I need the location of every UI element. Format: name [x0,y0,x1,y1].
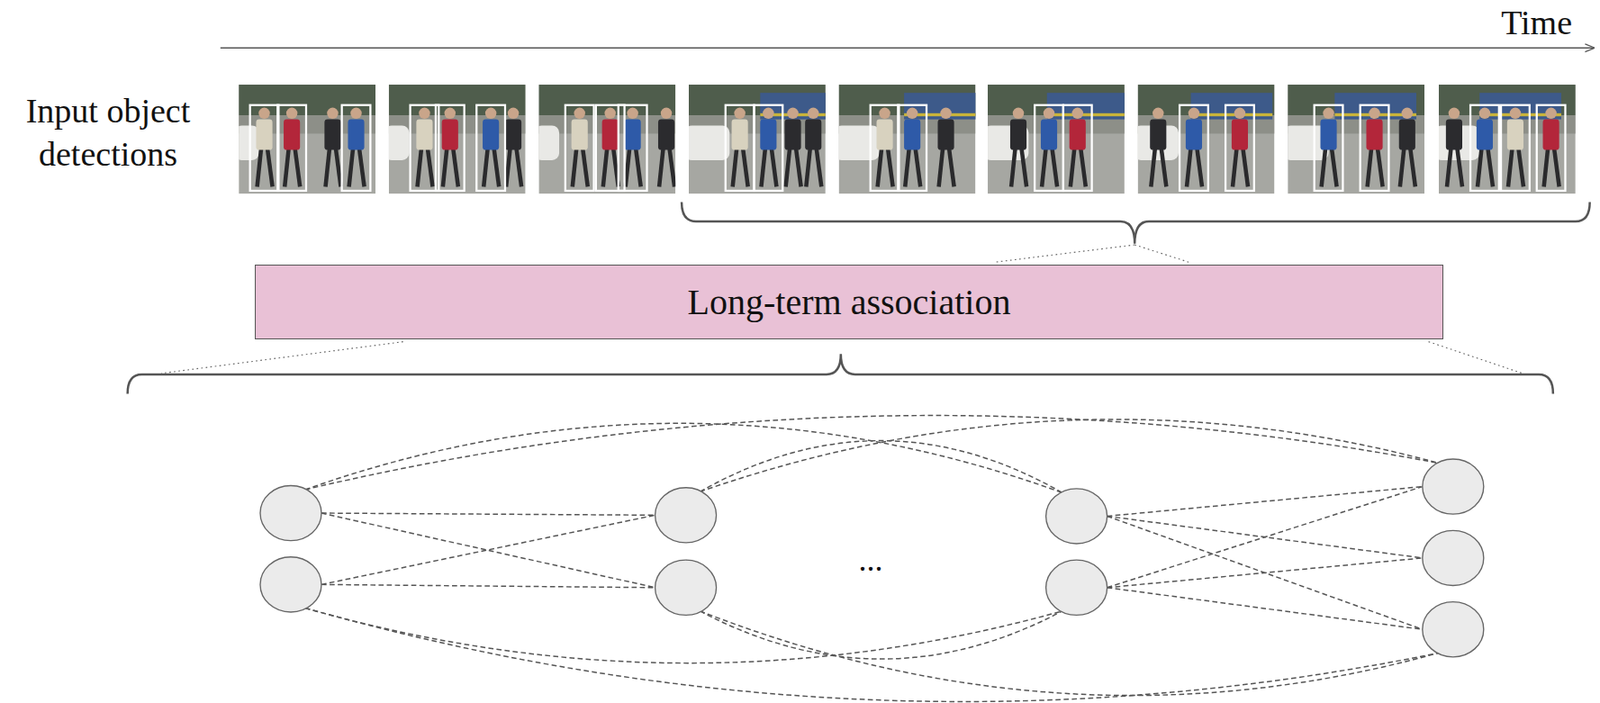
video-frame [1287,84,1425,194]
time-axis [220,47,1594,49]
detection-node [1422,602,1484,658]
association-edge [699,611,1439,697]
zoom-guide [1428,342,1523,374]
association-edge [305,415,1439,490]
detection-node [1422,530,1484,586]
association-edge [321,584,656,588]
detection-node [1046,560,1108,615]
box-label: Long-term association [687,280,1012,324]
association-edge [305,423,1063,493]
association-edge [321,513,656,588]
video-frame [1438,84,1576,194]
video-frame [839,84,977,194]
video-frame [238,84,376,194]
association-edge [699,611,1062,660]
detection-node [1422,459,1484,515]
association-edge [699,419,1439,492]
detection-node [655,488,717,543]
video-frame [987,84,1125,194]
video-frame [388,84,526,194]
zoom-guide [1134,244,1189,263]
association-edge [321,515,656,585]
association-edge [321,513,656,516]
detection-node [655,560,717,615]
axis-label: Time [1500,1,1573,46]
video-frame [538,84,676,194]
video-frame [688,84,826,194]
zoom-guide [161,342,404,374]
video-frame [1138,84,1275,194]
process-box: Long-term association [254,264,1444,340]
zoom-guide [994,244,1135,263]
association-edge [1107,587,1423,630]
association-edge [305,607,1063,663]
detection-node [260,485,322,541]
row-label: Input object detections [3,90,213,176]
detection-node [1046,488,1108,544]
association-edge [1107,487,1423,588]
association-edge [1107,558,1423,588]
association-edge [305,607,1439,702]
detection-node [260,557,322,613]
graph-brace [127,353,1554,394]
frame-brace [681,201,1591,244]
association-edge [699,441,1062,494]
ellipsis: ... [858,540,884,581]
